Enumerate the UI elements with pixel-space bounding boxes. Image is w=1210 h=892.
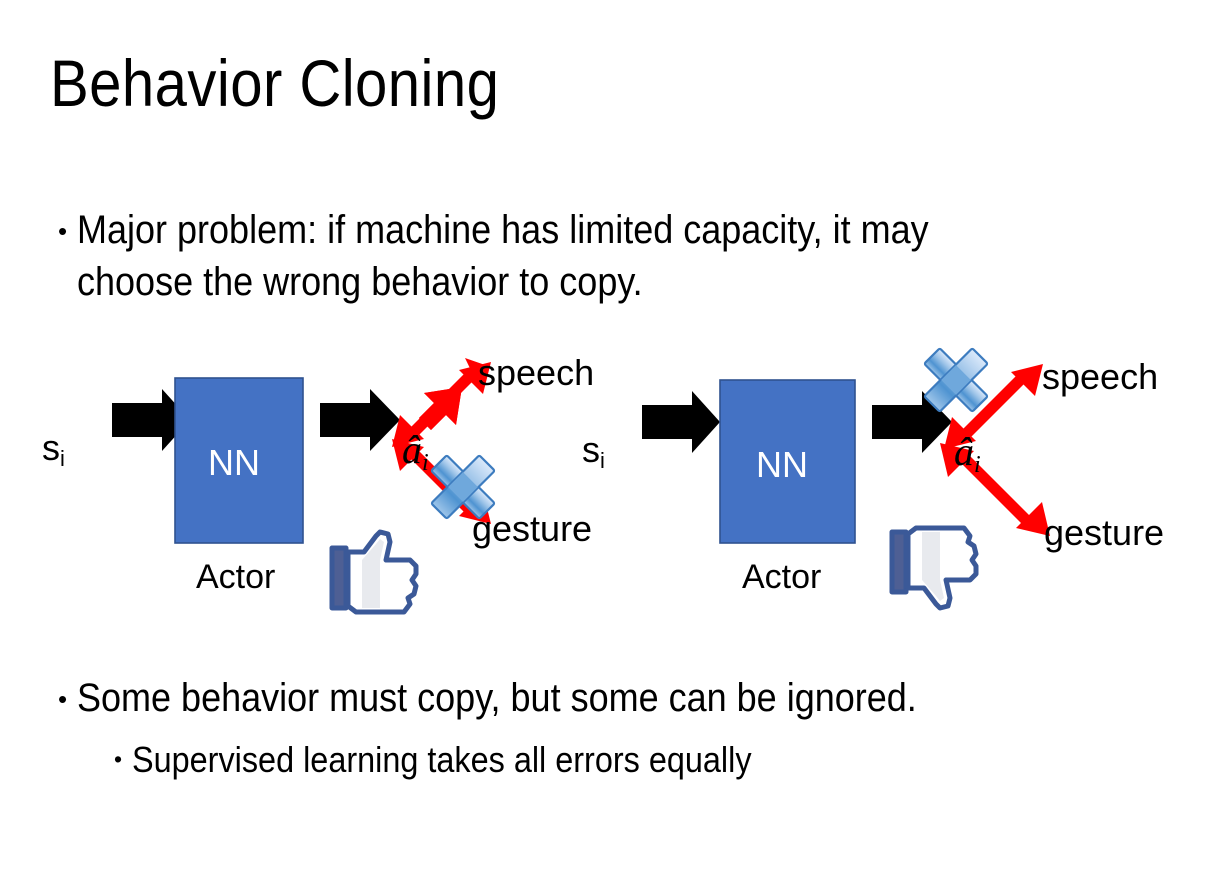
input-state-label: si [42,427,65,472]
cross-marker-icon [430,454,496,520]
branch-label-gesture: gesture [1044,512,1165,553]
branch-label-speech: speech [478,352,595,393]
output-arrow-icon [320,389,400,451]
actor-caption: Actor [196,558,276,596]
speech-arrow-icon [944,364,1043,449]
output-arrow-icon [872,391,952,453]
branch-label-speech: speech [1042,356,1159,397]
branch-label-gesture: gesture [472,508,593,549]
bullet-text: Major problem: if machine has limited ca… [77,208,929,304]
bullet-item-some-behavior: • Some behavior must copy, but some can … [58,672,1178,724]
diagram-left-graphics [112,358,496,615]
gesture-arrow-icon [940,443,1050,536]
cross-marker-icon [923,347,989,413]
nn-box [174,377,304,544]
bullet-text: Supervised learning takes all errors equ… [132,739,752,780]
bullet-marker-icon: • [58,216,68,246]
bullet-item-supervised-learning: • Supervised learning takes all errors e… [114,736,1174,784]
actor-caption: Actor [742,558,822,596]
thumbs-up-icon [329,529,419,615]
nn-box [719,379,856,544]
bullet-marker-icon: • [114,746,123,772]
page-title: Behavior Cloning [50,46,500,120]
output-action-label: âi [402,427,429,477]
thumbs-down-icon [889,525,979,611]
output-action-label: âi [954,429,981,479]
nn-box-label: NN [208,442,260,483]
bullet-marker-icon: • [58,684,68,714]
input-state-label: si [582,429,605,474]
diagram-right-graphics [642,347,1050,611]
bullet-item-major-problem: • Major problem: if machine has limited … [58,204,1138,308]
diagram-behavior-cloning-bad: si NN Actor âi speech gesture [560,330,1164,630]
input-arrow-icon [642,391,720,453]
nn-box-label: NN [756,444,808,485]
input-arrow-icon [112,389,190,451]
diagram-behavior-cloning-good: si NN Actor âi speech gesture [10,330,594,630]
bullet-text: Some behavior must copy, but some can be… [77,676,917,720]
speech-arrow-icon [392,358,491,447]
